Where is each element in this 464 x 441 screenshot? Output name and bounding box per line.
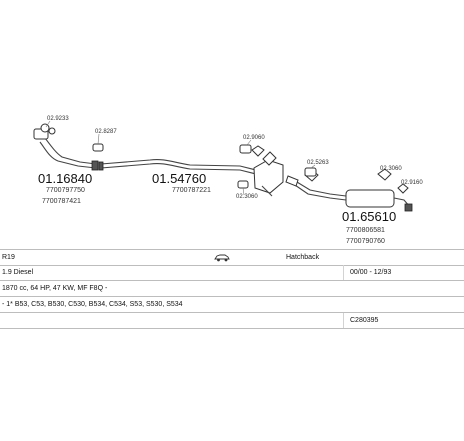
accessory-code-6: 02.3060: [380, 166, 402, 172]
vehicle-row-code: C280395: [0, 313, 464, 329]
part-number-2: 01.54760: [152, 171, 206, 186]
vehicle-row-spec: 1870 cc, 64 HP, 47 KW, MF F8Q -: [0, 281, 464, 297]
vehicle-row-engine: 1.9 Diesel 00/00 - 12/93: [0, 265, 464, 281]
oem-ref-1b: 7700787421: [42, 198, 81, 205]
accessory-code-3: 02.9060: [243, 135, 265, 141]
leader-lines: [45, 120, 406, 196]
vehicle-engine: 1.9 Diesel: [2, 269, 34, 276]
front-downpipe: [33, 128, 99, 171]
part-number-1: 01.16840: [38, 171, 92, 186]
exhaust-system-diagram: 01.16840 7700797750 7700787421 01.54760 …: [33, 116, 423, 245]
vehicle-body-type: Hatchback: [286, 254, 320, 261]
hanger-bracket-2: [304, 168, 409, 194]
vehicle-chassis-codes: - 1* B53, C53, B530, C530, B534, C534, S…: [2, 301, 183, 308]
vehicle-production-dates: 00/00 - 12/93: [350, 269, 392, 276]
accessory-code-5: 02.3060: [236, 194, 258, 200]
part-number-3: 01.65610: [342, 209, 396, 224]
vehicle-row-model: R19 Hatchback: [0, 249, 464, 266]
accessory-code-2: 02.8287: [95, 129, 117, 135]
accessory-code-7: 02.9160: [401, 180, 423, 186]
vehicle-row-chassis: - 1* B53, C53, B530, C530, B534, C534, S…: [0, 297, 464, 313]
intermediate-pipe: [98, 159, 257, 175]
vehicle-spec: 1870 cc, 64 HP, 47 KW, MF F8Q -: [2, 285, 108, 292]
oem-ref-3b: 7700790760: [346, 238, 385, 245]
oem-ref-2: 7700787221: [172, 187, 211, 194]
vehicle-system-code: C280395: [350, 317, 379, 324]
vehicle-row-empty: [0, 329, 464, 344]
vehicle-model: R19: [2, 254, 15, 261]
car-side-icon: [214, 250, 230, 265]
resonator: [253, 159, 284, 197]
accessory-code-4: 02.5263: [307, 160, 329, 166]
hanger-bracket-1: [251, 145, 277, 166]
rubber-mounts: [92, 143, 317, 189]
accessory-code-1: 02.9233: [47, 116, 69, 122]
oem-ref-3a: 7700806581: [346, 227, 385, 234]
rear-pipe: [285, 175, 347, 201]
rear-silencer: [345, 189, 413, 212]
oem-ref-1a: 7700797750: [46, 187, 85, 194]
